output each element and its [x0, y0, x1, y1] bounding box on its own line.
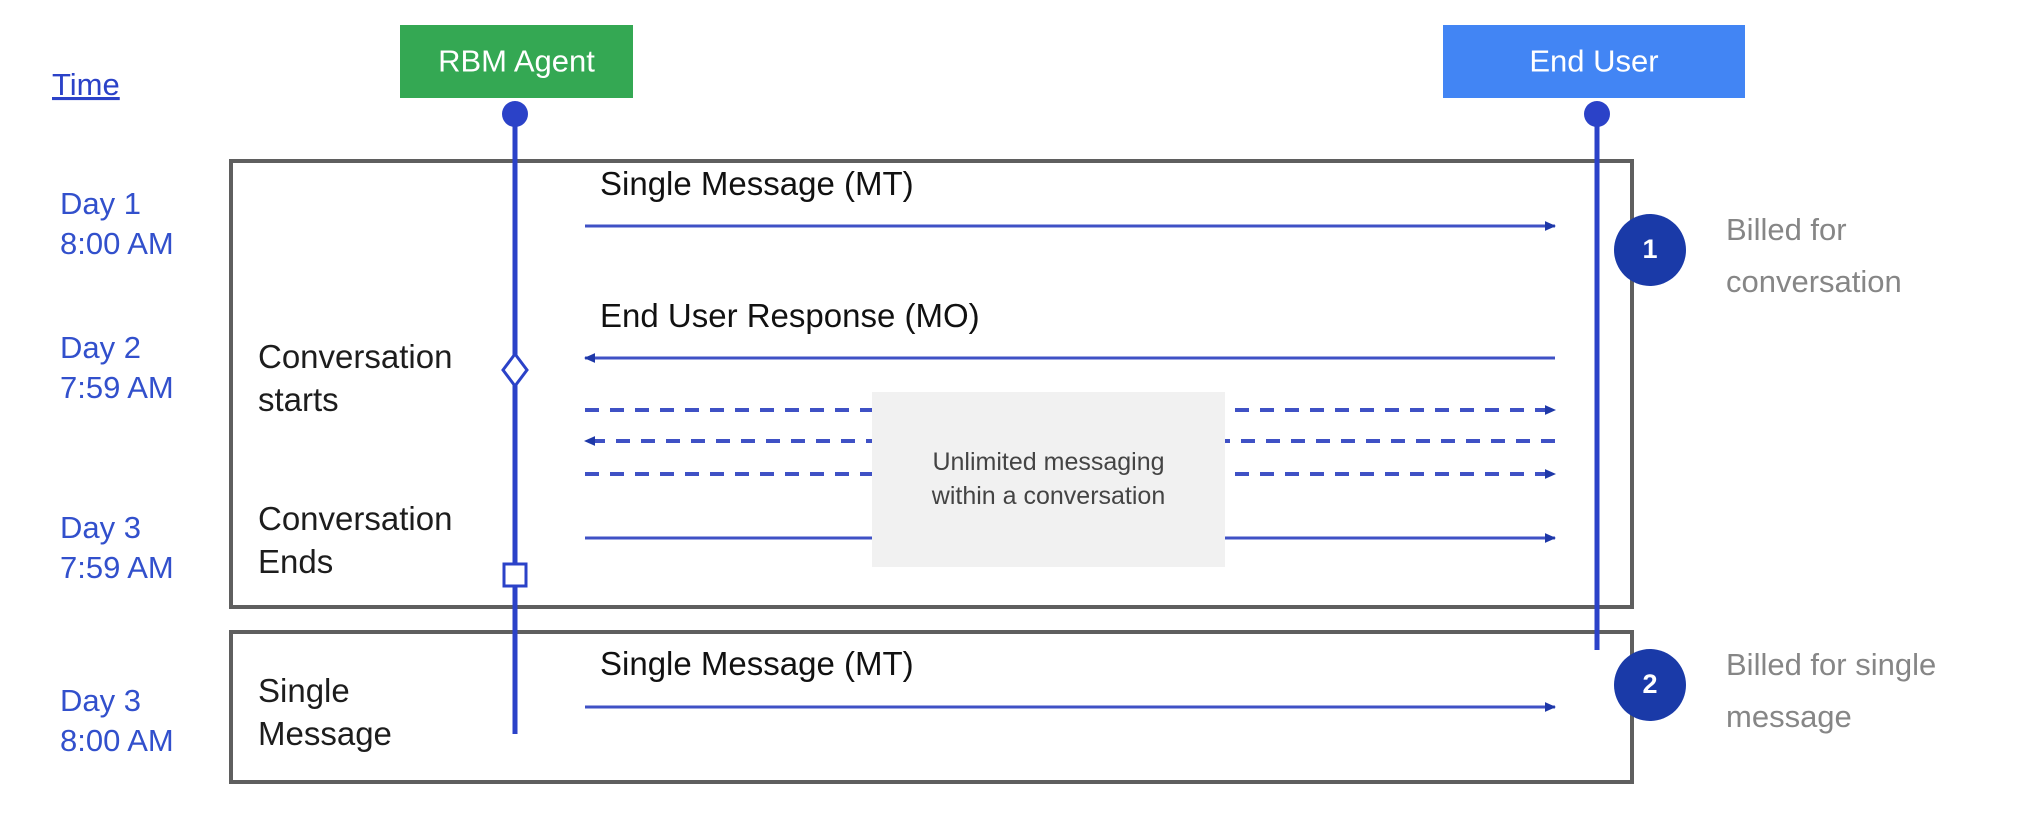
time-label-day: Day 1 [60, 186, 141, 221]
lifeline-head-dot-end-user [1584, 101, 1610, 127]
conversation-start-diamond-icon [501, 351, 529, 389]
stage-label-line: Conversation [258, 338, 452, 375]
conversation-end-square-icon [502, 562, 528, 588]
stage-label-line: Ends [258, 543, 333, 580]
time-axis-label: Time [52, 67, 120, 102]
conversation-group [229, 159, 1634, 609]
badge-caption-line: Billed for single [1726, 647, 1936, 682]
badge-caption-line: conversation [1726, 264, 1902, 299]
message-labels: Single Message (MT) End User Response (M… [600, 165, 980, 682]
badge-number-1: 1 [1642, 234, 1657, 264]
lifeline-head-dot-rbm-agent [502, 101, 528, 127]
stage-label-line: Conversation [258, 500, 452, 537]
badge-1-group[interactable]: 1 [1614, 214, 1686, 286]
badge-circle-2[interactable] [1614, 649, 1686, 721]
message-label-single-message-mt-2: Single Message (MT) [600, 645, 914, 682]
badge-number-2: 2 [1642, 669, 1657, 699]
actor-headers: RBM Agent End User [400, 25, 1745, 98]
billing-badges: 1 Billed for conversation 2 Billed for s… [1614, 212, 1936, 734]
time-label-day: Day 2 [60, 330, 141, 365]
stage-labels: Conversation starts Conversation Ends Si… [258, 338, 452, 752]
note-background [872, 392, 1225, 567]
badge-2-group[interactable]: 2 [1614, 649, 1686, 721]
time-labels: Day 1 8:00 AM Day 2 7:59 AM Day 3 7:59 A… [60, 186, 174, 758]
lifeline-markers [501, 351, 529, 588]
actor-end-user[interactable]: End User [1443, 25, 1745, 98]
time-label-time: 7:59 AM [60, 550, 174, 585]
message-label-end-user-response-mo: End User Response (MO) [600, 297, 980, 334]
time-label-day: Day 3 [60, 683, 141, 718]
note-text-line: Unlimited messaging [932, 448, 1164, 476]
actor-box-end-user[interactable] [1443, 25, 1745, 98]
badge-caption-line: message [1726, 699, 1852, 734]
lifelines [502, 101, 1610, 734]
message-label-single-message-mt-1: Single Message (MT) [600, 165, 914, 202]
badge-caption-line: Billed for [1726, 212, 1847, 247]
actor-box-rbm-agent[interactable] [400, 25, 633, 98]
time-label-time: 7:59 AM [60, 370, 174, 405]
actor-rbm-agent[interactable]: RBM Agent [400, 25, 633, 98]
time-label-time: 8:00 AM [60, 723, 174, 758]
stage-label-line: Message [258, 715, 392, 752]
actor-label-rbm-agent: RBM Agent [438, 44, 595, 79]
unlimited-messaging-note: Unlimited messaging within a conversatio… [872, 392, 1225, 567]
stage-label-line: Single [258, 672, 350, 709]
badge-circle-1[interactable] [1614, 214, 1686, 286]
actor-label-end-user: End User [1529, 44, 1658, 79]
time-label-time: 8:00 AM [60, 226, 174, 261]
note-text-line: within a conversation [931, 482, 1165, 510]
stage-label-line: starts [258, 381, 339, 418]
time-label-day: Day 3 [60, 510, 141, 545]
